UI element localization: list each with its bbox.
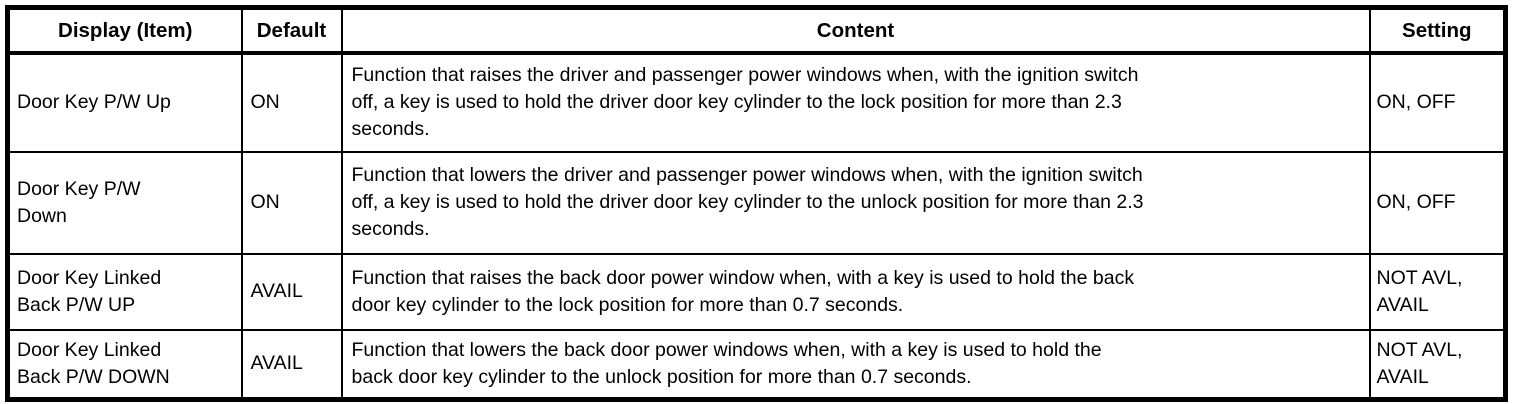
setting-options-cell: ON, OFF <box>1368 150 1507 255</box>
content-description-cell: Function that raises the driver and pass… <box>340 51 1371 153</box>
setting-options-cell: NOT AVL, AVAIL <box>1368 328 1507 401</box>
content-description-cell: Function that lowers the driver and pass… <box>340 150 1371 255</box>
display-item-cell: Door Key P/W Down <box>6 150 243 255</box>
default-value-cell: AVAIL <box>240 328 343 401</box>
table-row-door-key-linked-back-pw-up: Door Key Linked Back P/W UP AVAIL Functi… <box>6 252 1507 331</box>
display-item-cell: Door Key Linked Back P/W UP <box>6 252 243 331</box>
default-value-cell: ON <box>240 51 343 153</box>
default-value-cell: ON <box>240 150 343 255</box>
display-item-cell: Door Key P/W Up <box>6 51 243 153</box>
display-item-cell: Door Key Linked Back P/W DOWN <box>6 328 243 401</box>
default-value-cell: AVAIL <box>240 252 343 331</box>
column-header-setting: Setting <box>1368 6 1507 55</box>
column-header-content: Content <box>340 6 1371 55</box>
setting-options-cell: ON, OFF <box>1368 51 1507 153</box>
content-description-cell: Function that lowers the back door power… <box>340 328 1371 401</box>
table-row-door-key-linked-back-pw-down: Door Key Linked Back P/W DOWN AVAIL Func… <box>6 328 1507 401</box>
content-description-cell: Function that raises the back door power… <box>340 252 1371 331</box>
column-header-default: Default <box>240 6 343 55</box>
table-row-door-key-pw-up: Door Key P/W Up ON Function that raises … <box>6 51 1507 153</box>
table-header-row: Display (Item) Default Content Setting <box>6 6 1507 55</box>
setting-options-cell: NOT AVL, AVAIL <box>1368 252 1507 331</box>
customize-settings-table: Display (Item) Default Content Setting D… <box>5 5 1508 402</box>
table-row-door-key-pw-down: Door Key P/W Down ON Function that lower… <box>6 150 1507 255</box>
column-header-display-item: Display (Item) <box>6 6 243 55</box>
